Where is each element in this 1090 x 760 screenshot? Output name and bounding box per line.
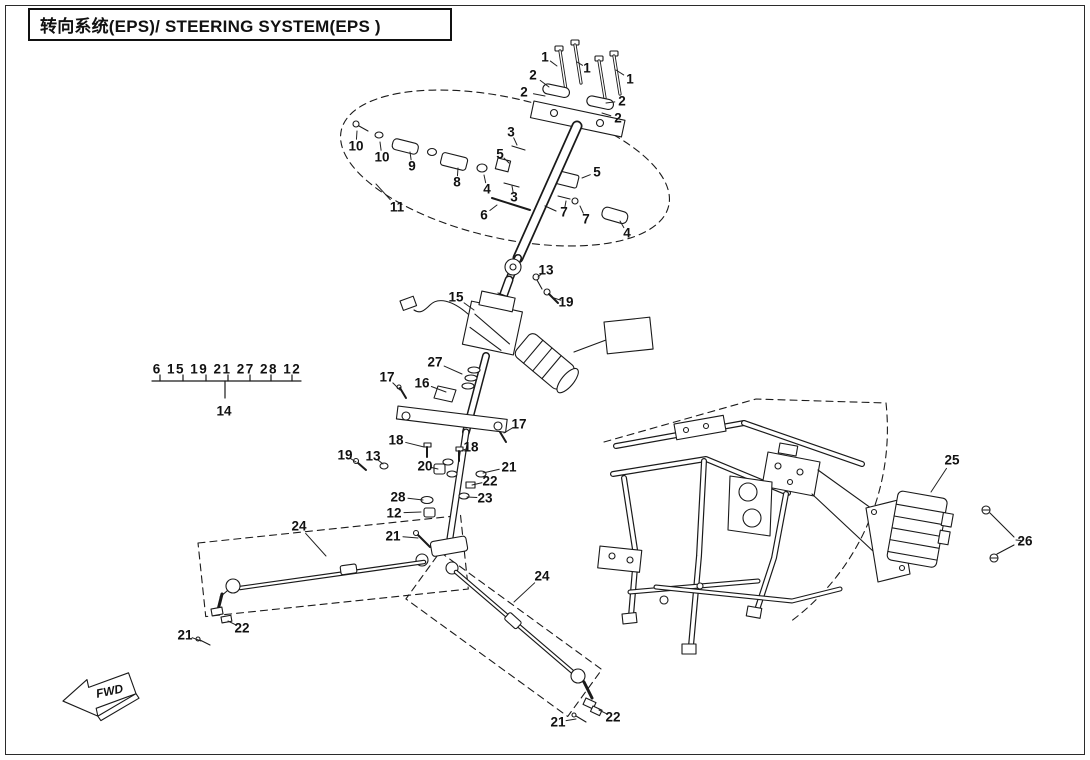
fwd-arrow: FWD (62, 672, 140, 722)
steering-column-shaft (492, 120, 583, 318)
eps-wiring (399, 295, 654, 355)
eps-unit (461, 290, 523, 356)
tie-rod-right-outline (405, 551, 603, 718)
leader-lines (191, 60, 1022, 722)
clamp-bolts (554, 39, 622, 100)
frame-section-boundary (603, 398, 888, 623)
universal-joint (504, 258, 559, 304)
hardware-group-outline (340, 89, 670, 247)
column-bracket (352, 384, 508, 471)
fwd-label: FWD (95, 681, 125, 700)
title-box: 转向系统(EPS)/ STEERING SYSTEM(EPS ) (28, 8, 452, 41)
tie-rod-right (453, 569, 603, 723)
group-bracket (151, 374, 302, 399)
eps-motor (514, 333, 579, 394)
frame-tubes (610, 420, 865, 649)
tie-rod-left-outline (197, 514, 469, 618)
ecu-unit (865, 490, 954, 583)
frame-brackets (597, 414, 821, 655)
clamp-caps (542, 83, 615, 111)
diagram-title: 转向系统(EPS)/ STEERING SYSTEM(EPS ) (40, 17, 381, 36)
harness-connector (603, 316, 654, 355)
tie-rod-left (195, 559, 427, 646)
group-callout-label: 14 (216, 403, 232, 419)
ecu-screws (981, 505, 1015, 563)
group-callout-items: 6 15 19 21 27 28 12 (152, 361, 302, 377)
